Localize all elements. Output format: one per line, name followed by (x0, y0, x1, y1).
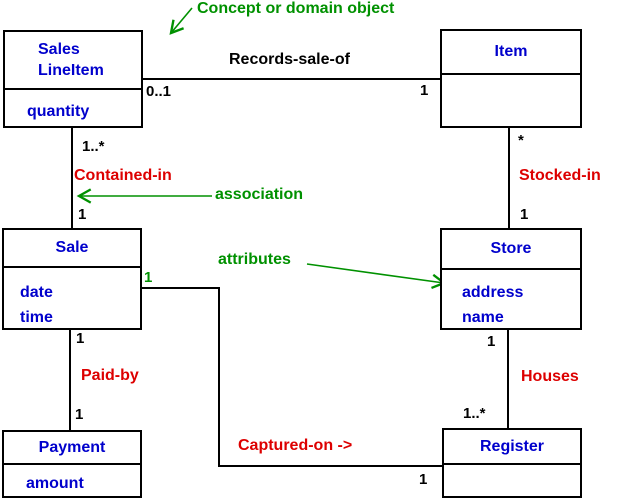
class-title: Sale (4, 230, 140, 268)
class-title: Item (442, 31, 580, 75)
class-title-line: Sales (38, 41, 80, 58)
class-box-payment: Payment amount (2, 430, 142, 498)
class-box-sale: Sale date time (2, 228, 142, 330)
association-label-contained-in: Contained-in (74, 167, 172, 184)
multiplicity-store-stocked: 1 (520, 206, 529, 223)
multiplicity-register-captured: 1 (419, 471, 428, 488)
multiplicity-sale-contained: 1 (78, 206, 87, 223)
multiplicity-sale-paid: 1 (76, 330, 85, 347)
class-box-item: Item (440, 29, 582, 128)
class-attribute: name (462, 309, 504, 326)
class-attribute: quantity (27, 103, 90, 120)
multiplicity-item-records: 1 (420, 82, 429, 99)
class-title: Payment (4, 432, 140, 465)
class-attributes: amount (4, 465, 140, 496)
annotation-arrow-concept (169, 7, 193, 35)
association-label-houses: Houses (521, 368, 579, 385)
association-label-paid-by: Paid-by (81, 367, 139, 384)
association-label-records-sale-of: Records-sale-of (229, 51, 350, 68)
class-attributes: quantity (5, 90, 141, 128)
class-attribute: amount (26, 475, 84, 492)
class-title: Store (442, 230, 580, 270)
annotation-concept-or-domain-object: Concept or domain object (197, 0, 395, 17)
class-attribute: date (20, 284, 53, 301)
multiplicity-lineitem-contained: 1..* (82, 138, 105, 155)
multiplicity-store-houses: 1 (487, 333, 496, 350)
class-title-line: LineItem (38, 62, 104, 79)
class-attributes (444, 465, 580, 498)
class-box-register: Register (442, 428, 582, 498)
association-label-stocked-in: Stocked-in (519, 167, 601, 184)
class-attributes: date time (4, 268, 140, 330)
class-attribute: address (462, 284, 524, 301)
annotation-attributes: attributes (218, 251, 291, 268)
annotation-association: association (215, 186, 304, 203)
class-box-store: Store address name (440, 228, 582, 330)
annotation-arrow-attributes (306, 263, 447, 290)
class-attribute: time (20, 309, 53, 326)
class-title: Register (444, 430, 580, 465)
association-label-captured-on: Captured-on -> (238, 437, 353, 454)
class-attributes: address name (442, 270, 580, 330)
class-box-sales-lineitem: Sales LineItem quantity (3, 30, 143, 128)
multiplicity-sale-captured: 1 (144, 269, 153, 286)
multiplicity-item-stocked: * (518, 132, 524, 149)
class-attributes (442, 75, 580, 128)
class-title: Sales LineItem (5, 32, 141, 90)
multiplicity-lineitem-records: 0..1 (146, 83, 172, 100)
multiplicity-register-houses: 1..* (463, 405, 486, 422)
multiplicity-payment-paid: 1 (75, 406, 84, 423)
